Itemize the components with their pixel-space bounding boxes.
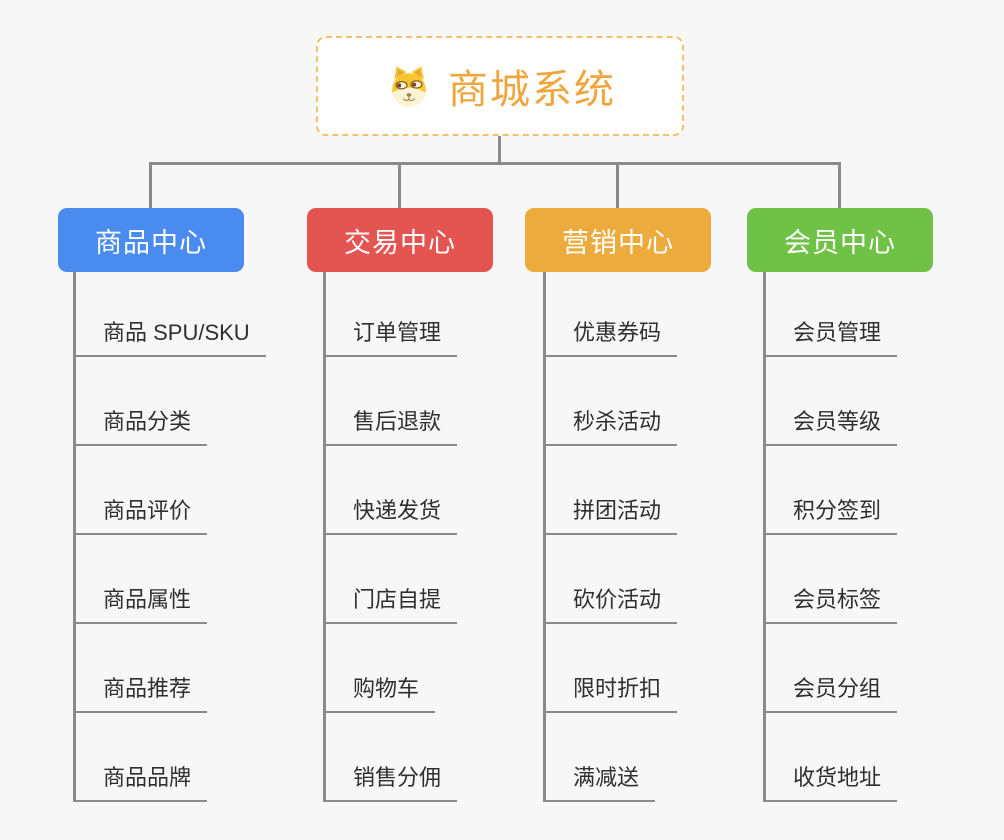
- leaf-node[interactable]: 收货地址: [763, 765, 898, 802]
- branch-drop-line: [149, 162, 152, 208]
- leaf-node[interactable]: 售后退款: [323, 409, 458, 446]
- root-node-mall-system[interactable]: 商城系统: [316, 36, 684, 136]
- leaf-node[interactable]: 限时折扣: [543, 676, 678, 713]
- leaf-node[interactable]: 会员等级: [763, 409, 898, 446]
- column-line: [73, 272, 76, 802]
- branch-drop-line: [398, 162, 401, 208]
- branch-label: 营销中心: [562, 227, 674, 258]
- leaf-node[interactable]: 购物车: [323, 676, 436, 713]
- leaf-node[interactable]: 会员分组: [763, 676, 898, 713]
- doge-icon: [392, 66, 426, 107]
- leaf-node[interactable]: 优惠券码: [543, 320, 678, 357]
- branch-label: 商品中心: [95, 227, 207, 258]
- branch-bus-line: [150, 162, 841, 165]
- leaf-node[interactable]: 秒杀活动: [543, 409, 678, 446]
- column-line: [323, 272, 326, 802]
- leaf-node[interactable]: 砍价活动: [543, 587, 678, 624]
- column-line: [763, 272, 766, 802]
- leaf-node[interactable]: 拼团活动: [543, 498, 678, 535]
- root-connector-line: [498, 136, 501, 163]
- leaf-node[interactable]: 销售分佣: [323, 765, 458, 802]
- leaf-node[interactable]: 商品 SPU/SKU: [73, 320, 266, 357]
- leaf-node[interactable]: 积分签到: [763, 498, 898, 535]
- branch-node-member-center[interactable]: 会员中心: [747, 208, 933, 272]
- leaf-node[interactable]: 快递发货: [323, 498, 458, 535]
- leaf-node[interactable]: 商品评价: [73, 498, 208, 535]
- leaf-node[interactable]: 商品属性: [73, 587, 208, 624]
- column-line: [543, 272, 546, 802]
- root-title: 商城系统: [448, 68, 616, 112]
- branch-node-marketing-center[interactable]: 营销中心: [525, 208, 711, 272]
- branch-drop-line: [838, 162, 841, 208]
- branch-label: 交易中心: [344, 227, 456, 258]
- leaf-node[interactable]: 订单管理: [323, 320, 458, 357]
- leaf-node[interactable]: 商品品牌: [73, 765, 208, 802]
- leaf-node[interactable]: 会员标签: [763, 587, 898, 624]
- branch-label: 会员中心: [784, 227, 896, 258]
- branch-node-product-center[interactable]: 商品中心: [58, 208, 244, 272]
- leaf-node[interactable]: 商品推荐: [73, 676, 208, 713]
- leaf-node[interactable]: 会员管理: [763, 320, 898, 357]
- branch-node-trade-center[interactable]: 交易中心: [307, 208, 493, 272]
- leaf-node[interactable]: 门店自提: [323, 587, 458, 624]
- leaf-node[interactable]: 商品分类: [73, 409, 208, 446]
- leaf-node[interactable]: 满减送: [543, 765, 656, 802]
- branch-drop-line: [616, 162, 619, 208]
